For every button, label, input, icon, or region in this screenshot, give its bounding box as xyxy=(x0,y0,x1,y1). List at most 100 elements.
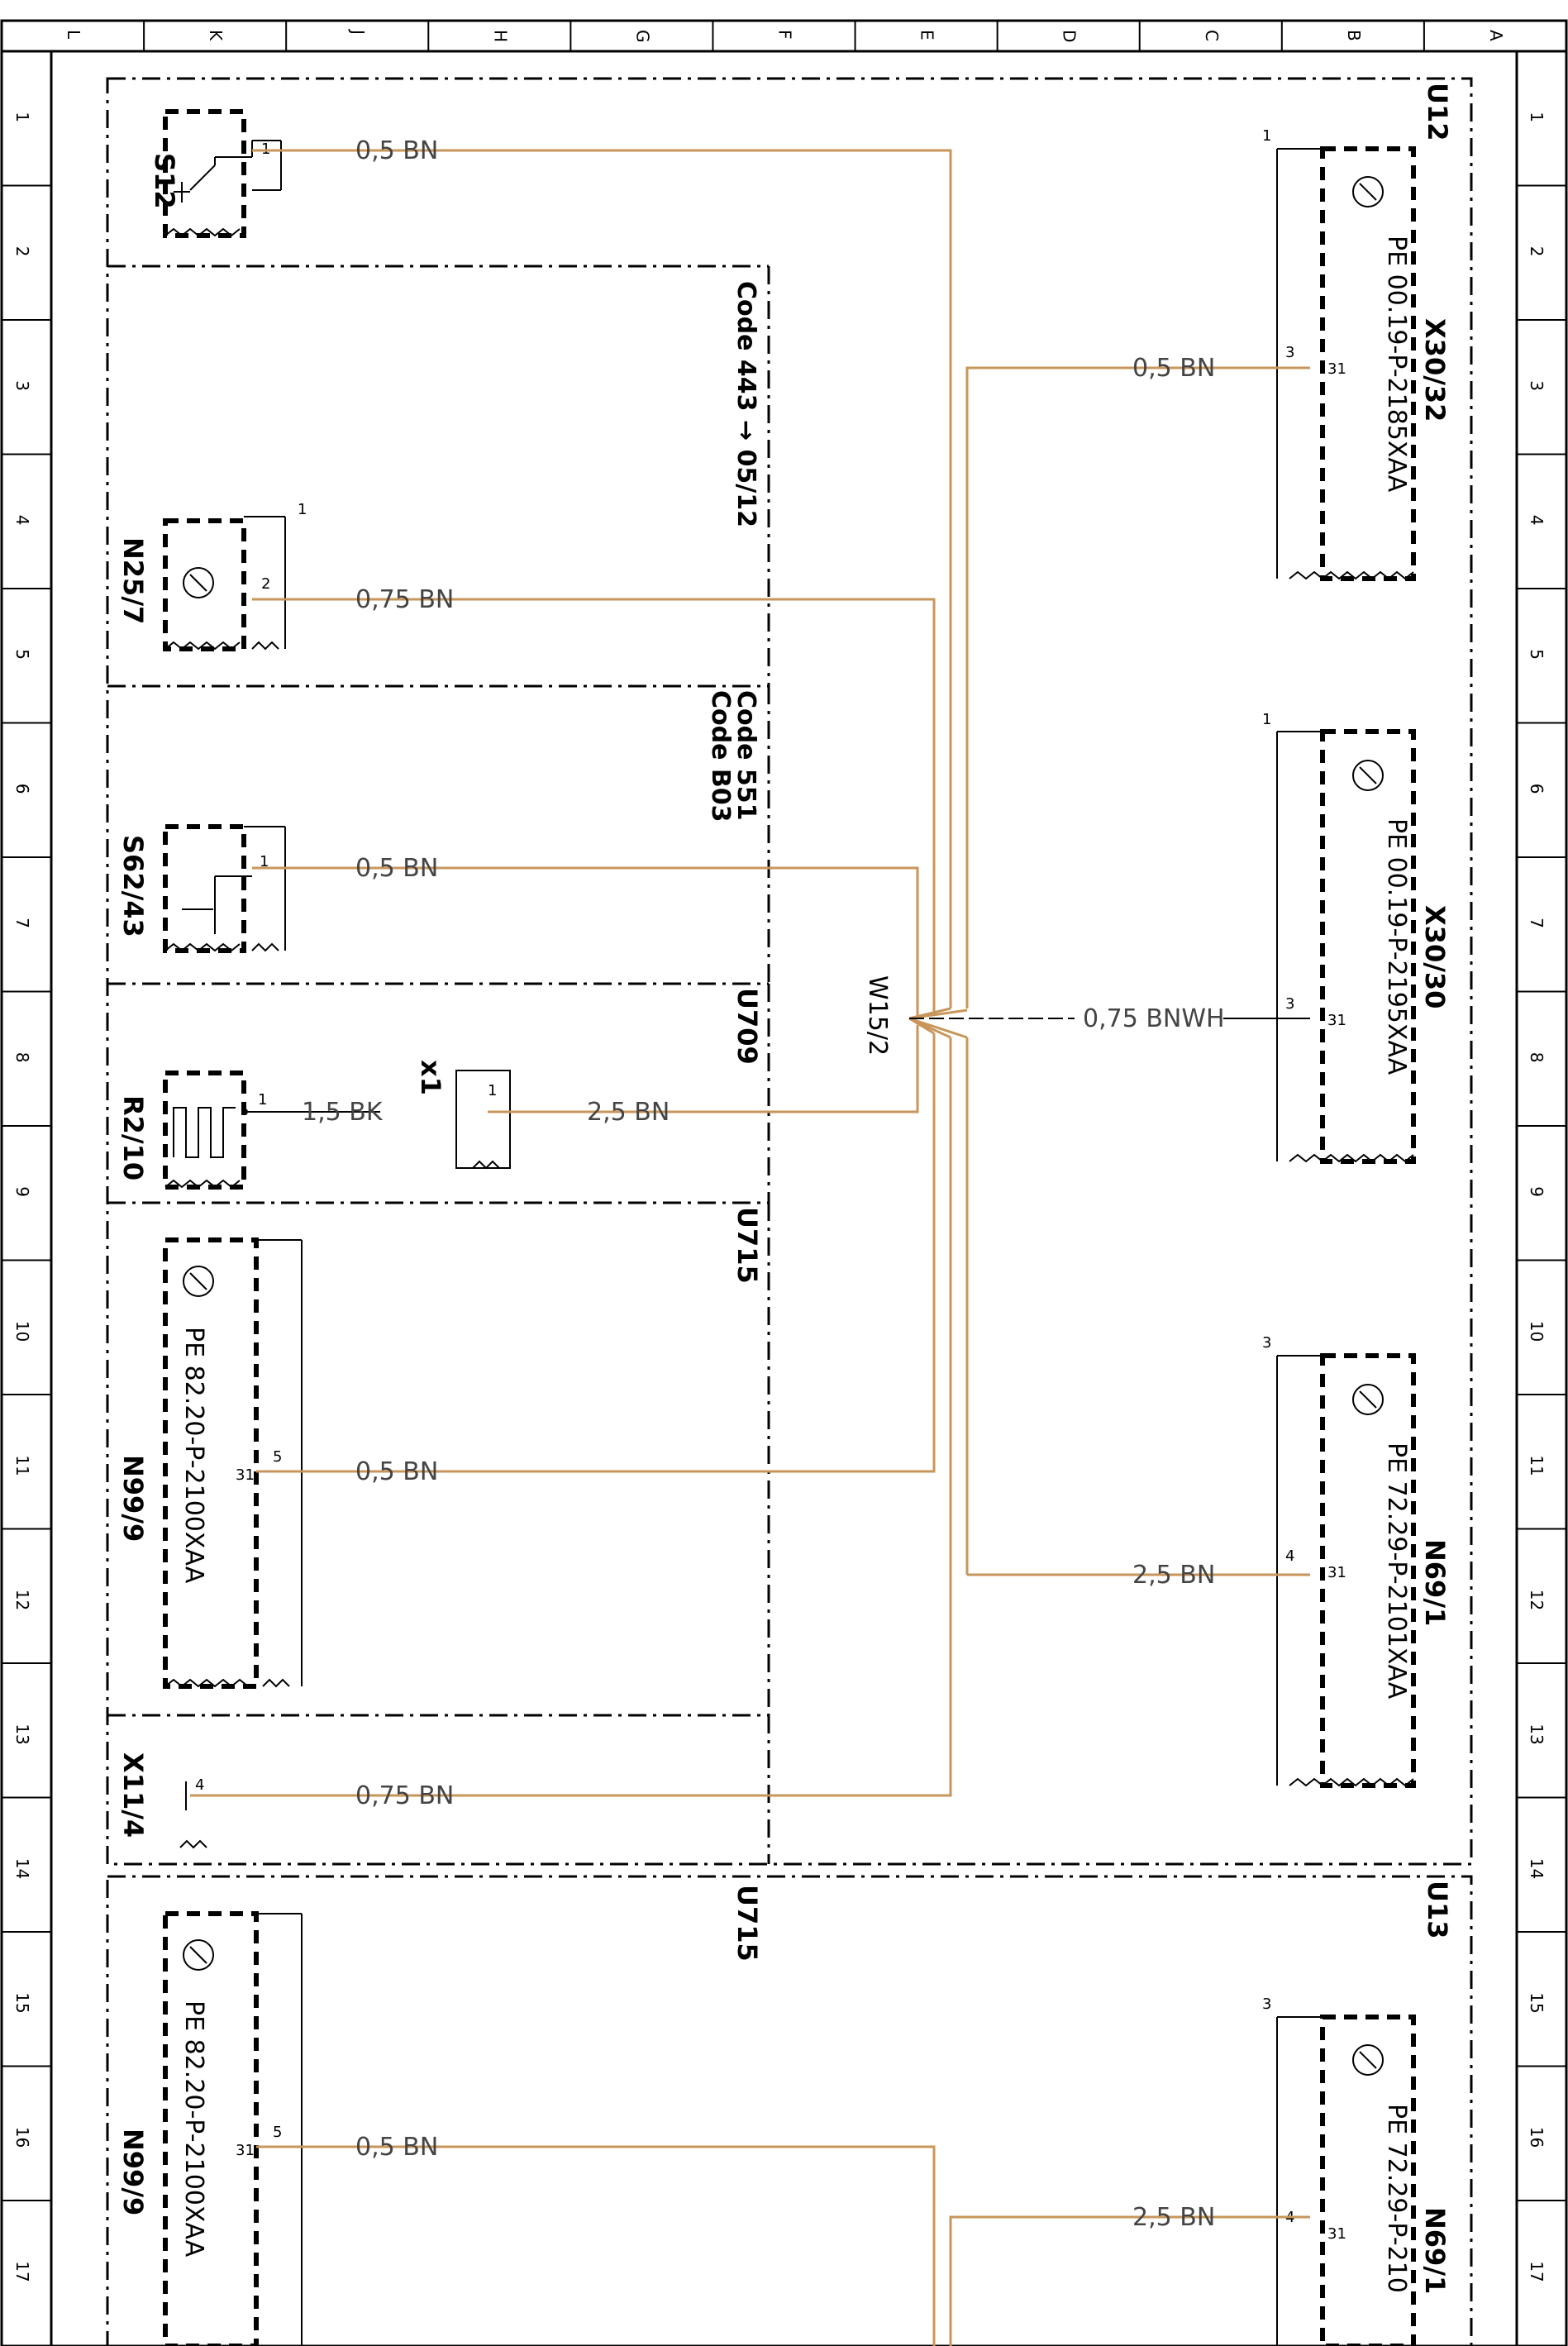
component-label-s12: S12 xyxy=(149,153,180,209)
row-label: 3 xyxy=(1527,380,1547,391)
pin-label: 31 xyxy=(1327,360,1346,378)
row-label: 12 xyxy=(12,1590,32,1610)
component-x30-30 xyxy=(1276,729,1416,1164)
row-label: 11 xyxy=(12,1455,32,1476)
row-label: 6 xyxy=(1527,784,1547,794)
row-label: 15 xyxy=(12,1992,32,2013)
component-label-x30-30: X30/30 xyxy=(1419,905,1451,1008)
docref-n99-9-a: PE 82.20-P-2100XAA xyxy=(179,1327,208,1584)
pin-label: 1 xyxy=(488,1082,497,1099)
row-label: 13 xyxy=(12,1724,32,1744)
column-label: C xyxy=(1202,30,1222,41)
wire-label-x1: 2,5 BN xyxy=(587,1098,670,1127)
component-n69-1-b xyxy=(1276,2015,1416,2346)
row-label: 17 xyxy=(12,2261,32,2282)
pin-label: 3 xyxy=(1262,1996,1271,2013)
docref-x30-32: PE 00.19-P-2185XAA xyxy=(1382,236,1411,493)
row-label: 7 xyxy=(1527,918,1547,928)
pin-label: 31 xyxy=(236,1466,255,1484)
wire-label-x11-4: 0,75 BN xyxy=(355,1781,454,1810)
pin-label: 1 xyxy=(260,853,269,870)
component-label-n25-7: N25/7 xyxy=(117,537,149,624)
pin-label: 31 xyxy=(1327,1012,1346,1029)
wire-label-s62-43: 0,5 BN xyxy=(355,854,438,883)
wire-harness-w15-2 xyxy=(190,149,1310,2346)
column-label: D xyxy=(1060,30,1079,42)
section-label-u715-a: U715 xyxy=(732,1207,763,1284)
pin-label: 5 xyxy=(273,1448,282,1466)
wire-label-n99-9-b: 0,5 BN xyxy=(355,2133,438,2162)
row-label: 1 xyxy=(12,112,32,122)
row-label: 13 xyxy=(1527,1724,1547,1744)
row-label: 8 xyxy=(12,1052,32,1063)
component-r2-10 xyxy=(163,1070,248,1190)
pin-label: 4 xyxy=(195,1776,204,1794)
pin-label: 31 xyxy=(1327,2225,1346,2243)
row-label: 16 xyxy=(12,2127,32,2148)
row-label: 4 xyxy=(1527,515,1547,526)
row-label: 4 xyxy=(12,515,32,526)
row-label: 12 xyxy=(1527,1590,1547,1610)
docref-x30-30: PE 00.19-P-2195XAA xyxy=(1382,818,1411,1075)
wire-label-n99-9-a: 0,5 BN xyxy=(355,1457,438,1486)
component-label-n99-9-b: N99/9 xyxy=(117,2129,149,2215)
row-label: 10 xyxy=(1527,1321,1547,1342)
module-boundary-u13 xyxy=(106,1875,1473,2346)
row-label: 2 xyxy=(12,246,32,257)
drawing-frame xyxy=(0,19,1568,2346)
row-label: 6 xyxy=(12,784,32,794)
docref-n99-9-b: PE 82.20-P-2100XAA xyxy=(179,2000,208,2258)
component-label-n99-9-a: N99/9 xyxy=(117,1455,149,1542)
component-x11-4 xyxy=(179,1781,207,1849)
module-label-u13: U13 xyxy=(1422,1881,1453,1939)
component-label-s62-43: S62/43 xyxy=(117,835,149,937)
row-label: 1 xyxy=(1527,112,1547,122)
pin-label: 1 xyxy=(258,1091,267,1109)
harness-label-w15-2: W15/2 xyxy=(863,975,892,1056)
section-code-551: Code 551 xyxy=(732,690,760,821)
component-label-n69-1-b: N69/1 xyxy=(1419,2207,1451,2294)
column-label: L xyxy=(64,30,83,40)
wire-label-n25-7: 0,75 BN xyxy=(355,585,454,614)
column-label: B xyxy=(1344,30,1364,41)
row-label: 5 xyxy=(1527,649,1547,660)
section-label-u709: U709 xyxy=(732,988,763,1065)
row-label: 5 xyxy=(12,649,32,660)
row-label: 14 xyxy=(1527,1858,1547,1879)
pin-label: 1 xyxy=(298,501,307,518)
component-x30-32 xyxy=(1276,146,1416,581)
column-label: G xyxy=(632,30,652,43)
component-n99-9-a xyxy=(163,1237,303,1689)
row-label: 8 xyxy=(1527,1052,1547,1063)
column-label: H xyxy=(490,30,510,42)
row-label: 9 xyxy=(12,1186,32,1197)
component-label-r2-10: R2/10 xyxy=(117,1095,149,1180)
pin-label: 3 xyxy=(1262,1334,1271,1352)
column-label: E xyxy=(917,30,937,41)
wire-label-s12: 0,5 BN xyxy=(355,136,438,165)
pin-label: 3 xyxy=(1285,344,1294,361)
column-label: A xyxy=(1486,30,1506,41)
wire-label-x30-30: 0,75 BNWH xyxy=(1083,1004,1225,1033)
docref-n69-1-a: PE 72.29-P-2101XAA xyxy=(1382,1442,1411,1700)
row-label: 15 xyxy=(1527,1992,1547,2013)
pin-label: 31 xyxy=(1327,1564,1346,1581)
module-boundary-u12 xyxy=(106,77,1473,1866)
section-label-u715-b: U715 xyxy=(732,1885,763,1962)
pin-label: 1 xyxy=(1262,711,1271,728)
component-s12 xyxy=(163,109,282,238)
component-s62-43 xyxy=(163,824,286,953)
wire-label-n69-1-a: 2,5 BN xyxy=(1132,1561,1215,1590)
component-n99-9-b xyxy=(163,1911,303,2346)
row-label: 14 xyxy=(12,1858,32,1879)
pin-label: 1 xyxy=(1262,127,1271,145)
wire-label-n69-1-b: 2,5 BN xyxy=(1132,2203,1215,2232)
row-label: 11 xyxy=(1527,1455,1547,1476)
row-label: 3 xyxy=(12,380,32,391)
wire-label-r2-10: 1,5 BK xyxy=(302,1098,384,1127)
column-label: F xyxy=(775,30,795,40)
section-code-b03: Code B03 xyxy=(706,690,735,823)
component-label-x11-4: X11/4 xyxy=(117,1752,149,1838)
